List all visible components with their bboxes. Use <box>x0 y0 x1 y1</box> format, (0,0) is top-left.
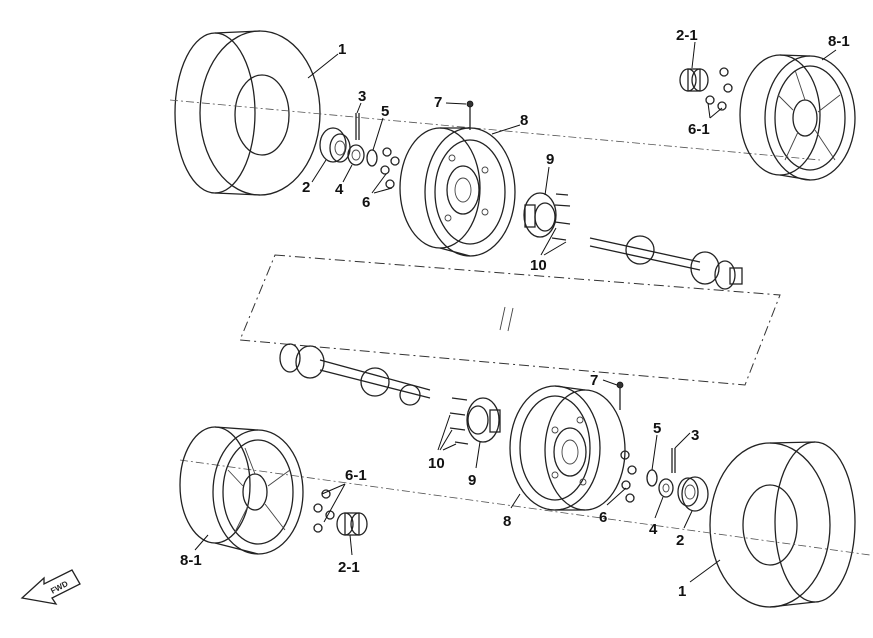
label-top-lug-nuts: 6 <box>362 194 370 211</box>
label-bottom-hub: 9 <box>468 472 476 489</box>
label-top-hub: 9 <box>546 151 554 168</box>
top-cotter-pin <box>355 113 360 140</box>
bottom-drive-shaft <box>279 343 431 406</box>
label-bottom-washer: 5 <box>653 420 661 437</box>
label-bottom-valve: 7 <box>590 372 598 389</box>
bottom-tire <box>179 441 871 608</box>
top-wheel-hub <box>523 192 557 238</box>
top-steel-rim <box>399 127 516 257</box>
label-bottom-hub-bolts: 10 <box>428 455 445 472</box>
label-top-alloy-nuts: 6-1 <box>688 121 710 138</box>
bottom-alloy-cap <box>336 512 368 536</box>
label-bottom-hub-cap: 2 <box>676 532 684 549</box>
top-valve-stem <box>466 100 474 130</box>
bottom-cotter-pin <box>671 448 676 473</box>
label-bottom-alloy-nuts: 6-1 <box>345 467 367 484</box>
label-top-hub-bolts: 10 <box>530 257 547 274</box>
fwd-arrow-icon: FWD <box>20 569 81 605</box>
label-top-hub-cap: 2 <box>302 179 310 196</box>
bottom-alloy-nuts <box>313 489 335 533</box>
label-bottom-alloy-cap: 2-1 <box>338 559 360 576</box>
callout-labels: 1 2 3 4 5 6 7 8 9 10 2-1 8-1 6-1 10 9 8 … <box>180 27 850 600</box>
label-bottom-cotter-pin: 3 <box>691 427 699 444</box>
label-top-cotter-pin: 3 <box>358 88 366 105</box>
label-bottom-lug-nuts: 6 <box>599 509 607 526</box>
label-bottom-tire: 1 <box>678 583 686 600</box>
label-top-alloy-rim: 8-1 <box>828 33 850 50</box>
top-hub-bolts <box>551 193 571 241</box>
label-bottom-nut: 4 <box>649 521 658 538</box>
top-lug-nuts <box>380 147 400 189</box>
bottom-steel-rim <box>509 385 626 511</box>
bottom-alloy-rim <box>179 426 304 555</box>
top-alloy-nuts <box>705 67 733 111</box>
top-drive-shaft <box>589 235 743 290</box>
leader-lines <box>194 41 837 583</box>
top-washer <box>366 149 378 167</box>
label-top-nut: 4 <box>335 181 344 198</box>
top-nut <box>347 144 365 166</box>
bottom-washer <box>646 469 658 487</box>
break-mark <box>499 306 514 332</box>
top-alloy-cap <box>679 68 709 92</box>
top-hub-cap <box>319 127 351 163</box>
top-tire <box>169 30 821 196</box>
label-bottom-steel-rim: 8 <box>503 513 511 530</box>
bottom-valve-stem <box>616 381 624 410</box>
label-top-tire: 1 <box>338 41 346 58</box>
bottom-hub-cap <box>677 476 709 512</box>
bottom-nut <box>658 478 674 498</box>
bottom-lug-nuts <box>620 450 637 503</box>
top-alloy-rim <box>739 54 856 181</box>
bottom-hub-bolts <box>449 397 469 445</box>
drive-path-dashed <box>239 254 781 386</box>
label-top-washer: 5 <box>381 103 389 120</box>
fwd-label: FWD <box>49 579 70 596</box>
label-top-valve: 7 <box>434 94 442 111</box>
label-top-alloy-cap: 2-1 <box>676 27 698 44</box>
label-top-steel-rim: 8 <box>520 112 528 129</box>
label-bottom-alloy-rim: 8-1 <box>180 552 202 569</box>
bottom-wheel-hub <box>466 397 501 443</box>
